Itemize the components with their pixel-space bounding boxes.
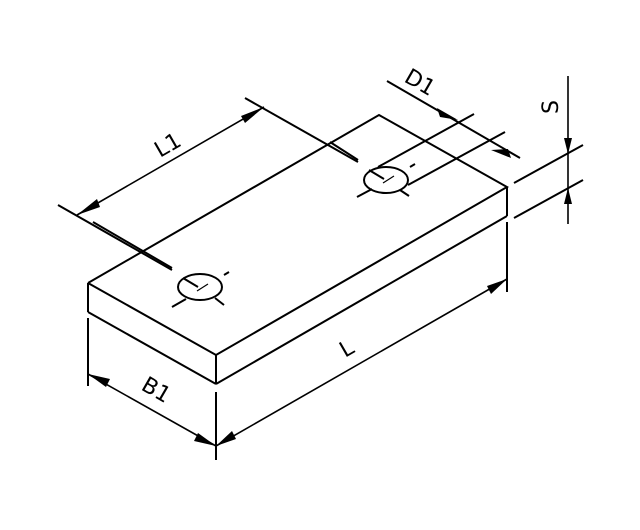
dimension-D1: D1 (377, 65, 521, 186)
hole-front (92, 221, 230, 308)
dimension-S: S (513, 76, 584, 224)
dimension-L: L (215, 222, 508, 447)
label-L: L (336, 335, 360, 363)
plate-top-face (87, 113, 510, 357)
label-B1: B1 (137, 373, 175, 409)
plate-body (87, 113, 510, 385)
label-L1: L1 (151, 128, 186, 163)
label-D1: D1 (400, 65, 439, 102)
hole-back (329, 141, 416, 198)
dimension-B1: B1 (87, 318, 217, 460)
label-S: S (539, 100, 564, 114)
dimension-L1: L1 (57, 97, 359, 271)
